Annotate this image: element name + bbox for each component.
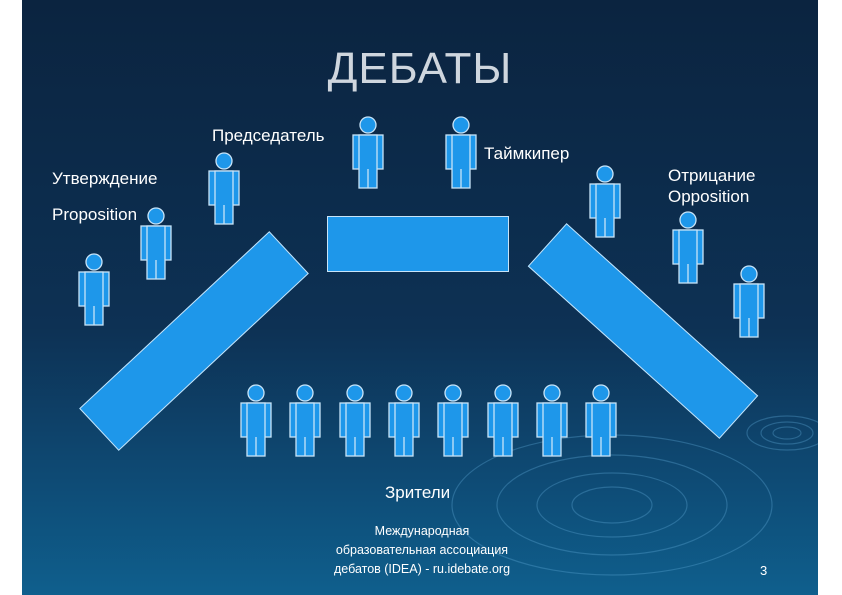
slide-title: ДЕБАТЫ (327, 44, 513, 93)
proposition-person-1 (208, 152, 240, 225)
chair-table (327, 216, 509, 272)
chair-person (352, 116, 384, 189)
proposition-person-3 (78, 253, 110, 326)
audience-person-6 (486, 384, 519, 457)
audience-label: Зрители (385, 483, 451, 502)
audience-person-5 (437, 384, 469, 457)
timekeeper-person (445, 116, 477, 189)
footer: Международная образовательная ассоциация… (292, 522, 552, 579)
opposition-person-2 (672, 211, 704, 284)
audience-person-3 (338, 384, 371, 457)
audience-person-8 (585, 384, 617, 457)
audience-person-1 (240, 384, 272, 457)
opposition-person-1 (589, 165, 621, 238)
proposition-label: Proposition (52, 205, 138, 224)
chair-label: Председатель (212, 126, 325, 145)
affirmative-label: Утверждение (52, 169, 158, 188)
footer-line-1: Международная (374, 524, 470, 538)
opposition-label: Opposition (668, 187, 750, 206)
opposition-person-3 (733, 265, 765, 338)
audience-person-2 (289, 384, 321, 457)
footer-line-2: образовательная ассоциация (335, 543, 509, 557)
footer-line-3: дебатов (IDEA) - ru.idebate.org (333, 562, 511, 576)
audience-person-7 (536, 384, 568, 457)
page-number: 3 (760, 563, 768, 578)
proposition-person-2 (140, 207, 172, 280)
audience-person-4 (388, 384, 420, 457)
negative-label: Отрицание (668, 166, 756, 185)
slide: ДЕБАТЫ Председатель Таймкипер Утверждени… (22, 0, 818, 595)
timekeeper-label: Таймкипер (484, 144, 570, 163)
